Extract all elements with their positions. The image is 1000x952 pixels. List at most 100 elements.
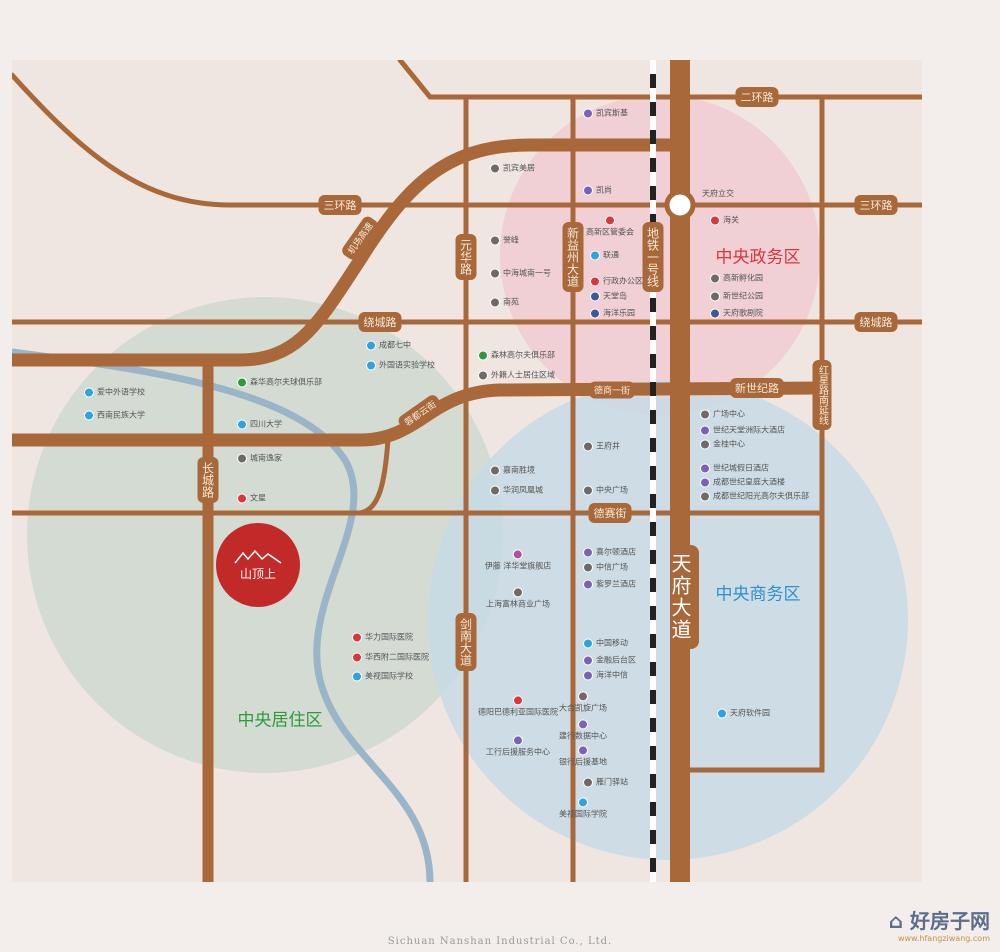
poi-pin-icon [490, 163, 500, 173]
poi-marker[interactable]: 新世纪公园 [710, 291, 763, 302]
poi-label: 森林高尔夫俱乐部 [491, 350, 555, 360]
poi-marker[interactable]: 高新孵化园 [710, 273, 763, 284]
poi-marker[interactable]: 华润凤凰城 [490, 485, 543, 496]
poi-label: 海洋中信 [596, 670, 628, 680]
poi-marker[interactable]: 海洋中信 [583, 670, 628, 681]
poi-marker[interactable]: 誉峰 [490, 235, 519, 246]
poi-marker[interactable]: 天堂岛 [590, 291, 627, 302]
poi-label: 文星 [250, 493, 266, 503]
poi-pin-icon [366, 360, 376, 370]
poi-marker[interactable]: 森华高尔夫球俱乐部 [237, 377, 322, 388]
poi-pin-icon [717, 708, 727, 718]
poi-marker[interactable]: 海洋乐园 [590, 308, 635, 319]
poi-marker[interactable]: 华力国际医院 [352, 632, 413, 643]
poi-marker[interactable]: 南苑 [490, 297, 519, 308]
poi-marker[interactable]: 上海富林商业广场 [486, 587, 550, 609]
poi-marker[interactable]: 海关 [710, 215, 739, 226]
poi-marker[interactable]: 华西附二国际医院 [352, 652, 429, 663]
poi-marker[interactable]: 中央广场 [583, 485, 628, 496]
poi-marker[interactable]: 世纪城假日酒店 [700, 463, 769, 474]
poi-marker[interactable]: 天府软件园 [717, 708, 770, 719]
poi-pin-icon [513, 735, 523, 746]
poi-marker[interactable]: 中信广场 [583, 562, 628, 573]
poi-pin-icon [700, 409, 710, 419]
poi-marker[interactable]: 天府歌剧院 [710, 308, 763, 319]
poi-marker[interactable]: 中海城南一号 [490, 268, 551, 279]
poi-marker[interactable]: 成都七中 [366, 340, 411, 351]
poi-marker[interactable]: 森林高尔夫俱乐部 [478, 350, 555, 361]
poi-label: 世纪城假日酒店 [713, 463, 769, 473]
poi-marker[interactable]: 高新区管委会 [586, 215, 634, 237]
zone-circle-cbd [428, 380, 908, 860]
poi-label: 凯宾美居 [503, 163, 535, 173]
road-label-jiannan: 剑南大道 [455, 613, 477, 671]
map-canvas[interactable] [12, 60, 922, 882]
poi-marker[interactable]: 紫罗兰酒店 [583, 579, 636, 590]
poi-marker[interactable]: 建行数据中心 [559, 719, 607, 741]
road-label-metro: 地铁一号线 [642, 222, 664, 292]
poi-pin-icon [700, 425, 710, 435]
poi-label: 成都世纪皇庭大酒楼 [713, 477, 785, 487]
tianfu-interchange [664, 189, 696, 221]
road-label-yizhou: 新益州大道 [562, 222, 584, 292]
poi-marker[interactable]: 金融后台区 [583, 655, 636, 666]
poi-label: 金融后台区 [596, 655, 636, 665]
poi-pin-icon [583, 441, 593, 451]
poi-marker[interactable]: 中国移动 [583, 638, 628, 649]
poi-pin-icon [478, 350, 488, 360]
poi-marker[interactable]: 成都世纪阳光高尔夫俱乐部 [700, 491, 809, 502]
road-label-xinshiji: 新世纪路 [730, 378, 784, 398]
poi-marker[interactable]: 西南民族大学 [84, 410, 145, 421]
poi-pin-icon [490, 297, 500, 307]
poi-label: 王府井 [596, 441, 620, 451]
poi-pin-icon [490, 465, 500, 475]
poi-marker[interactable]: 城南逸家 [237, 453, 282, 464]
poi-label: 喜尔顿酒店 [596, 547, 636, 557]
poi-marker[interactable]: 德阳巴德利亚国际医院 [478, 695, 558, 717]
poi-label: 凯尚 [596, 185, 612, 195]
poi-pin-icon [578, 691, 588, 702]
poi-marker[interactable]: 爱中外语学校 [84, 387, 145, 398]
poi-marker[interactable]: 伊藤 洋华堂旗舰店 [485, 549, 551, 571]
poi-marker[interactable]: 美视国际学院 [559, 797, 607, 819]
poi-marker[interactable]: 凯宾美居 [490, 163, 535, 174]
poi-pin-icon [578, 719, 588, 730]
poi-marker[interactable]: 广场中心 [700, 409, 745, 420]
poi-marker[interactable]: 雁门驿站 [583, 777, 628, 788]
poi-marker[interactable]: 银行后援基地 [559, 745, 607, 767]
poi-label: 华润凤凰城 [503, 485, 543, 495]
poi-marker[interactable]: 工行后援服务中心 [486, 735, 550, 757]
poi-label: 誉峰 [503, 235, 519, 245]
poi-label: 美视国际学院 [559, 809, 607, 819]
poi-marker[interactable]: 金桂中心 [700, 439, 745, 450]
poi-marker[interactable]: 联通 [590, 250, 619, 261]
watermark-text: 好房子网 [910, 909, 990, 933]
poi-marker[interactable]: 世纪天堂洲际大酒店 [700, 425, 785, 436]
poi-marker[interactable]: 外国语实验学校 [366, 360, 435, 371]
poi-marker[interactable]: 嘉南胜境 [490, 465, 535, 476]
poi-marker[interactable]: 文星 [237, 493, 266, 504]
poi-marker[interactable]: 成都世纪皇庭大酒楼 [700, 477, 785, 488]
poi-label: 南苑 [503, 297, 519, 307]
poi-pin-icon [512, 549, 523, 560]
poi-marker[interactable]: 王府井 [583, 441, 620, 452]
poi-pin-icon [583, 562, 593, 572]
project-logo[interactable]: 山顶上 [216, 523, 300, 607]
poi-marker[interactable]: 行政办公区 [590, 276, 643, 287]
poi-marker[interactable]: 喜尔顿酒店 [583, 547, 636, 558]
poi-pin-icon [605, 215, 615, 226]
poi-marker[interactable]: 凯宾斯基 [583, 108, 628, 119]
poi-marker[interactable]: 四川大学 [237, 419, 282, 430]
poi-label: 建行数据中心 [559, 731, 607, 741]
poi-marker[interactable]: 美视国际学校 [352, 671, 413, 682]
poi-pin-icon [490, 235, 500, 245]
house-icon: ⌂ [888, 909, 910, 933]
poi-marker[interactable]: 大合凯旋广场 [559, 691, 607, 713]
mountain-icon [234, 549, 282, 564]
poi-pin-icon [583, 670, 593, 680]
road-label-deshang: 德商一街 [588, 381, 636, 399]
road-label-desai: 德赛街 [588, 503, 632, 523]
poi-label: 四川大学 [250, 419, 282, 429]
poi-marker[interactable]: 凯尚 [583, 185, 612, 196]
poi-marker[interactable]: 外籍人士居住区域 [478, 370, 555, 381]
